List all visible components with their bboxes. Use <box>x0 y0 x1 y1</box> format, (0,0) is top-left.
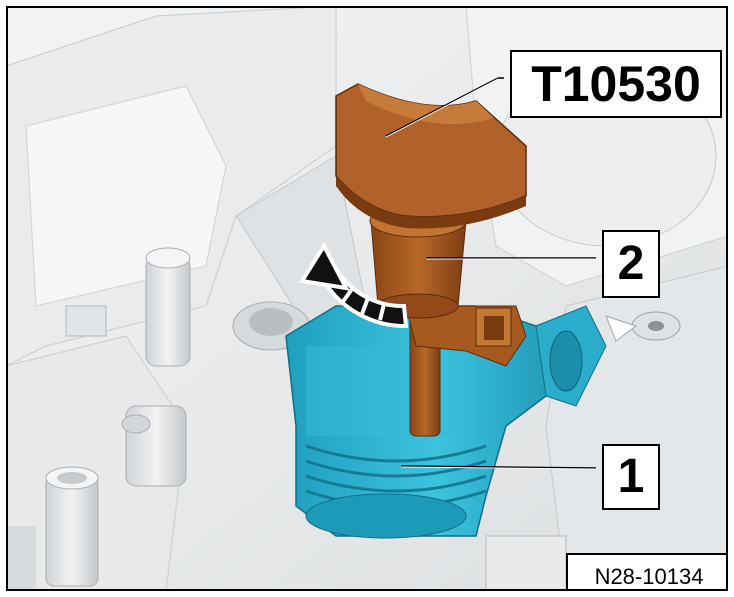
rotate-counterclockwise-arrow-icon <box>298 241 409 329</box>
leader-lines <box>385 77 597 469</box>
figure-reference-number: N28-10134 <box>566 553 728 591</box>
tool-t10530-brown <box>335 83 527 437</box>
engine-illustration: T10530 2 1 N28-10134 <box>6 6 728 591</box>
leader-lines-white <box>385 78 597 470</box>
callout-part-2: 2 <box>602 230 660 298</box>
callout-tool-t10530: T10530 <box>510 50 722 118</box>
grey-components <box>6 247 681 591</box>
callout-part-1: 1 <box>602 444 660 510</box>
